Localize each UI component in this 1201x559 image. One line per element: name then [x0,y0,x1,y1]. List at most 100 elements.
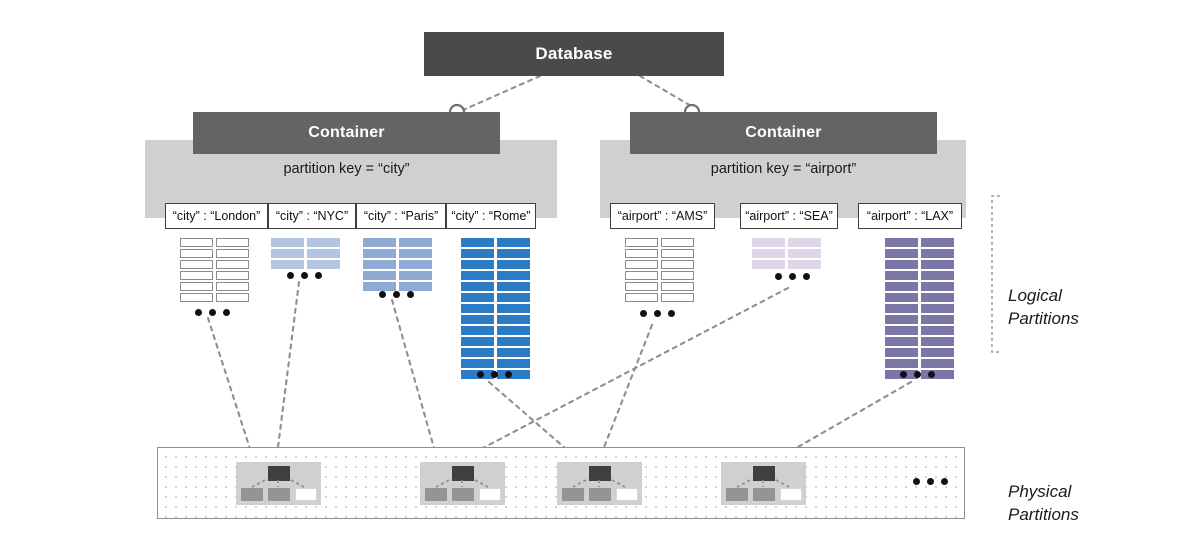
partition-row-cell [363,260,396,269]
partition-key-caption-city-text: partition key = “city” [283,161,410,177]
partition-row-cell [921,238,954,247]
partition-row-cell [661,293,694,302]
partition-row [180,260,249,269]
partition-row-cell [752,238,785,247]
logical-partition-key-rome[interactable]: “city” : “Rome” [446,203,536,229]
partition-row [885,293,954,302]
partition-row-cell [885,249,918,258]
container-city-node[interactable]: Container [193,112,500,154]
partition-row-cell [788,238,821,247]
logical-partition-stack-paris [363,238,432,291]
physical-partitions-frame [157,447,965,519]
partition-row-cell [180,249,213,258]
partition-row [625,293,694,302]
edge-nyc-to-pp1 [275,280,301,457]
partition-row-cell [216,260,249,269]
ellipsis-nyc [287,272,322,279]
partition-row-cell [497,348,530,357]
partition-row-cell [461,337,494,346]
physical-partition-4-replica-a [726,488,748,501]
logical-partition-key-nyc[interactable]: “city” : “NYC” [268,203,356,229]
partition-row-cell [788,260,821,269]
partition-row [885,326,954,335]
partition-row [885,337,954,346]
partition-row-cell [216,271,249,280]
partition-row-cell [497,293,530,302]
partition-row-cell [885,359,918,368]
partition-row-cell [399,238,432,247]
logical-partition-stack-ams [625,238,694,302]
partition-row-cell [497,326,530,335]
partition-row-cell [661,260,694,269]
partition-row-cell [885,315,918,324]
container-airport-node[interactable]: Container [630,112,937,154]
partition-row-cell [921,304,954,313]
partition-row-cell [216,249,249,258]
partition-row-cell [363,282,396,291]
partition-key-caption-airport-text: partition key = “airport” [710,161,857,177]
partition-row-cell [399,260,432,269]
partition-row [461,304,530,313]
partition-row-cell [461,249,494,258]
logical-partition-key-paris[interactable]: “city” : “Paris” [356,203,446,229]
partition-row-cell [885,282,918,291]
ellipsis-sea [775,273,810,280]
partition-row [461,315,530,324]
partition-row-cell [363,238,396,247]
physical-partition-3-replica-c [616,488,638,501]
logical-partitions-label: Logical Partitions [1008,262,1079,331]
partition-row-cell [307,238,340,247]
logical-partition-key-london-label: “city” : “London” [172,209,261,223]
partition-row-cell [216,293,249,302]
partition-row-cell [461,293,494,302]
partition-row [461,337,530,346]
partition-row [461,348,530,357]
partition-row-cell [216,238,249,247]
partition-row-cell [661,282,694,291]
logical-partition-key-ams[interactable]: “airport” : “AMS” [610,203,715,229]
edge-rome-to-pp3 [487,380,575,457]
logical-partition-stack-rome [461,238,530,379]
partition-row-cell [180,260,213,269]
partition-row-cell [885,348,918,357]
logical-partitions-label-text: Logical Partitions [1008,285,1079,328]
partition-row [752,249,821,258]
partition-row [461,249,530,258]
partition-row-cell [885,260,918,269]
partition-row-cell [497,304,530,313]
partition-row [885,249,954,258]
partition-row-cell [271,249,304,258]
partition-row-cell [497,359,530,368]
database-node[interactable]: Database [424,32,724,76]
physical-partition-group-1[interactable] [236,462,321,505]
partition-row [752,260,821,269]
logical-partition-key-sea[interactable]: “airport” : “SEA” [740,203,838,229]
partition-row [885,304,954,313]
partition-row-cell [271,260,304,269]
logical-partition-stack-london [180,238,249,302]
partition-row-cell [497,315,530,324]
partition-row-cell [921,282,954,291]
partition-row [885,348,954,357]
physical-partition-2-replica-c [479,488,501,501]
partition-row [885,260,954,269]
partition-row-cell [625,260,658,269]
physical-partition-group-4[interactable] [721,462,806,505]
edge-ams-to-pp3 [599,323,654,457]
physical-partition-group-3[interactable] [557,462,642,505]
partition-row-cell [921,337,954,346]
ellipsis-physical-partitions [913,478,948,485]
partition-row-cell [497,249,530,258]
partition-row [625,238,694,247]
physical-partition-group-2[interactable] [420,462,505,505]
logical-partition-key-lax[interactable]: “airport” : “LAX” [858,203,962,229]
physical-partition-1-replica-b [268,488,290,501]
container-airport-label: Container [745,124,822,141]
physical-partition-4-replica-c [780,488,802,501]
partition-row-cell [921,326,954,335]
partition-row-cell [661,249,694,258]
logical-partition-key-london[interactable]: “city” : “London” [165,203,268,229]
edge-database-to-container-city [461,74,542,112]
partition-row [461,326,530,335]
